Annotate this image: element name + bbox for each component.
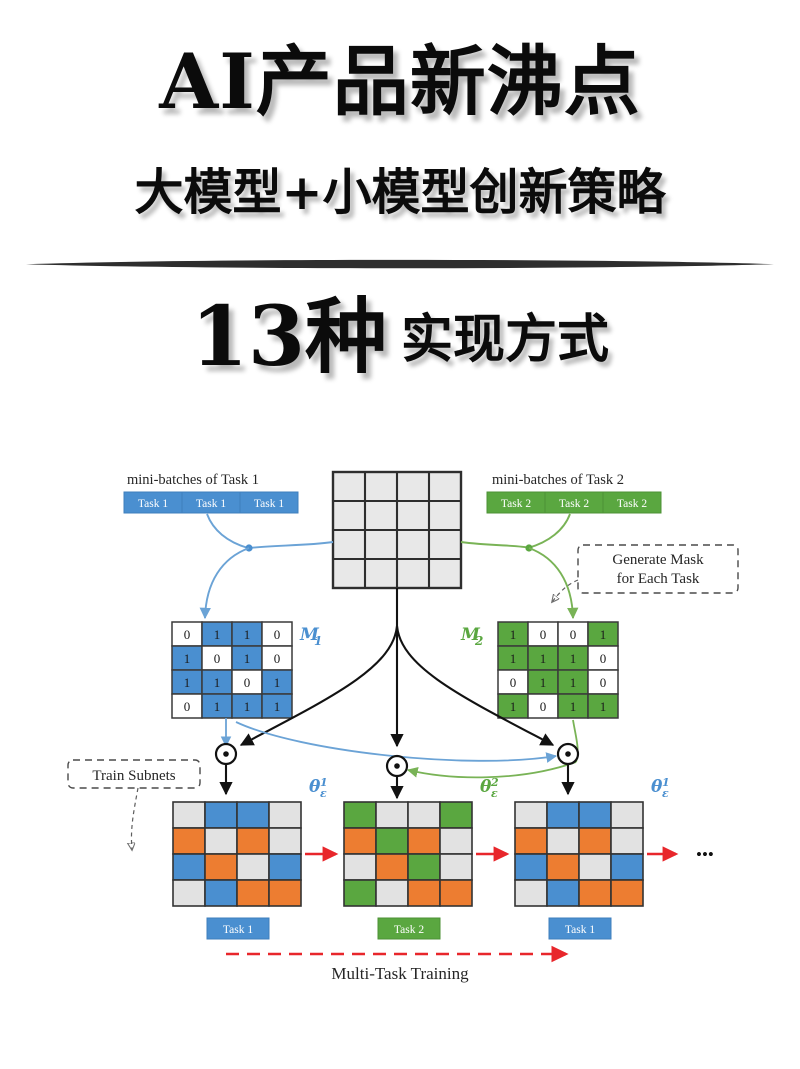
page-title: AI产品新沸点 — [159, 37, 641, 126]
mask-cell: 1 — [570, 699, 577, 714]
shared-weight-flow — [239, 588, 555, 748]
count-line: 13种实现方式 — [0, 296, 800, 378]
annotation-line-1: Generate Mask — [612, 552, 704, 568]
task-chip-label: Task 1 — [254, 498, 284, 510]
mask-cell: 1 — [540, 651, 547, 666]
mask-cell: 0 — [510, 675, 517, 690]
subnet-label-1: θ — [309, 777, 321, 797]
task-chip-label: Task 2 — [617, 498, 647, 510]
minibatch-chips-task2[interactable]: Task 2 Task 2 Task 2 — [486, 491, 662, 514]
mask-cell: 0 — [214, 651, 221, 666]
subnet-task-chip-1[interactable]: Task 1 — [206, 917, 270, 940]
mask-cell: 1 — [244, 651, 251, 666]
mask-cell: 1 — [274, 699, 281, 714]
svg-text:1: 1 — [662, 776, 670, 789]
mask-cell: 0 — [274, 651, 281, 666]
mask-cell: 1 — [600, 627, 607, 642]
subnet-grid-2: θ 2 ε — [343, 776, 499, 907]
subnet-label-2: θ — [480, 777, 492, 797]
mask-cell: 0 — [540, 699, 547, 714]
mask2-flow — [406, 719, 579, 779]
task-chip-label: Task 2 — [394, 924, 424, 936]
svg-text:2: 2 — [474, 634, 483, 648]
mask-cell: 1 — [510, 699, 517, 714]
mask-cell: 1 — [570, 651, 577, 666]
task-chip-label: Task 1 — [565, 924, 595, 936]
mask1-flow — [220, 718, 558, 763]
svg-text:2: 2 — [490, 776, 499, 789]
subnet-task-chip-2[interactable]: Task 2 — [377, 917, 441, 940]
task-chip-label: Task 2 — [559, 498, 589, 510]
figure-caption: Multi-Task Training — [331, 964, 469, 983]
operator-elementwise-1 — [214, 742, 238, 796]
mask-cell: 1 — [184, 675, 191, 690]
mask-cell: 1 — [600, 699, 607, 714]
subnet-progress-arrows: ••• — [305, 845, 714, 864]
mask-cell: 0 — [274, 627, 281, 642]
minibatch-chips-task1[interactable]: Task 1 Task 1 Task 1 — [123, 491, 299, 514]
poster-header: AI产品新沸点 大模型+小模型创新策略 13种实现方式 — [0, 0, 800, 420]
mask-cell: 1 — [214, 675, 221, 690]
ellipsis: ••• — [696, 845, 714, 864]
mask-label-M1: M — [299, 625, 320, 645]
annotation-line-1: Train Subnets — [92, 768, 175, 784]
mask-cell: 1 — [540, 675, 547, 690]
mask-cell: 1 — [510, 627, 517, 642]
count-number: 13种 — [190, 289, 388, 385]
mask-matrix-M1: 0 1 1 0 1 0 1 0 1 1 0 1 0 1 1 1 M 1 — [171, 621, 322, 719]
minibatch-label-task1: mini-batches of Task 1 — [127, 472, 259, 488]
flow-arrow-task2 — [460, 513, 579, 620]
annotation-train-subnets: Train Subnets — [67, 759, 201, 850]
svg-text:ε: ε — [491, 787, 498, 800]
mask-cell: 0 — [540, 627, 547, 642]
mask-cell: 1 — [510, 651, 517, 666]
multi-task-training: Multi-Task Training — [226, 945, 569, 983]
task-chip-label: Task 1 — [223, 924, 253, 936]
mask-cell: 1 — [184, 651, 191, 666]
subnet-grid-1: θ 1 ε — [172, 776, 328, 907]
subnet-label-3: θ — [651, 777, 663, 797]
count-suffix: 实现方式 — [401, 309, 610, 370]
mask-cell: 1 — [570, 675, 577, 690]
flow-arrow-task1 — [199, 513, 334, 620]
mask-cell: 1 — [274, 675, 281, 690]
subnet-grid-3: θ 1 ε — [514, 776, 670, 907]
task-chip-label: Task 1 — [196, 498, 226, 510]
mask-matrix-M2: 1 0 0 1 1 1 1 0 0 1 1 0 1 0 1 1 M 2 — [460, 621, 619, 719]
minibatch-label-task2: mini-batches of Task 2 — [492, 472, 624, 488]
diagram-figure: θ mini-batches of Task 1 Task 1 Task 1 T… — [0, 430, 800, 1005]
mask-cell: 1 — [214, 627, 221, 642]
mask-cell: 1 — [244, 699, 251, 714]
mask-cell: 0 — [184, 627, 191, 642]
svg-text:1: 1 — [320, 776, 328, 789]
mask-cell: 1 — [244, 627, 251, 642]
divider — [26, 259, 774, 269]
svg-text:ε: ε — [662, 787, 669, 800]
svg-text:ε: ε — [320, 787, 327, 800]
shared-weights-grid — [331, 470, 463, 590]
operator-elementwise-2 — [385, 754, 409, 800]
task-chip-label: Task 2 — [501, 498, 531, 510]
task-chip-label: Task 1 — [138, 498, 168, 510]
annotation-generate-mask: Generate Mask for Each Task — [552, 544, 739, 602]
mask-cell: 0 — [600, 651, 607, 666]
mask-cell: 1 — [214, 699, 221, 714]
svg-text:1: 1 — [314, 634, 322, 648]
operator-elementwise-3 — [556, 742, 580, 796]
annotation-line-2: for Each Task — [617, 571, 700, 587]
page-subtitle: 大模型+小模型创新策略 — [134, 163, 666, 221]
mask-cell: 0 — [244, 675, 251, 690]
mask-cell: 0 — [600, 675, 607, 690]
subnet-task-chip-3[interactable]: Task 1 — [548, 917, 612, 940]
mask-cell: 0 — [184, 699, 191, 714]
mask-cell: 0 — [570, 627, 577, 642]
mask-label-M2: M — [460, 625, 481, 645]
